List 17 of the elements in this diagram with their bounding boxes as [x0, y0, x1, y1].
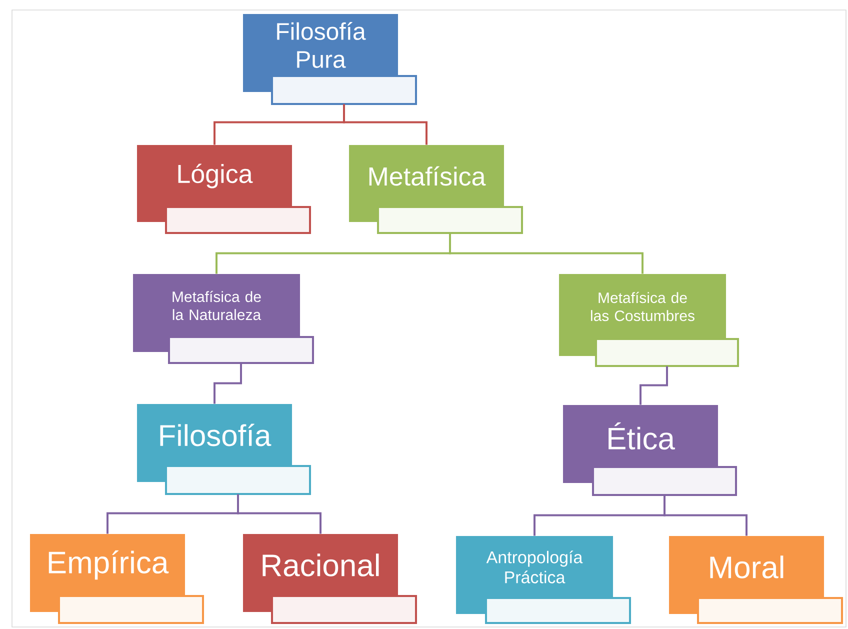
connector-line — [214, 363, 242, 404]
org-chart-box: Lógica — [137, 145, 311, 234]
org-chart-box: Racional — [243, 534, 417, 624]
org-chart-box: Metafísica — [349, 145, 523, 234]
connector-line — [640, 366, 668, 405]
connector-line — [343, 104, 428, 145]
org-chart-box: Filosofía — [137, 404, 311, 495]
org-chart-box: Ética — [563, 405, 737, 496]
org-chart-box: Empírica — [30, 534, 204, 624]
org-chart-box: Metafísica de las Costumbres — [559, 274, 739, 367]
org-chart-box: Filosofía Pura — [243, 14, 417, 105]
org-chart-box: Antropología Práctica — [456, 536, 631, 624]
connector-line — [664, 495, 748, 536]
org-chart-box: Moral — [669, 536, 843, 624]
connector-line — [237, 494, 322, 534]
connector-line — [449, 233, 644, 274]
org-chart-box: Metafísica de la Naturaleza — [133, 274, 314, 364]
